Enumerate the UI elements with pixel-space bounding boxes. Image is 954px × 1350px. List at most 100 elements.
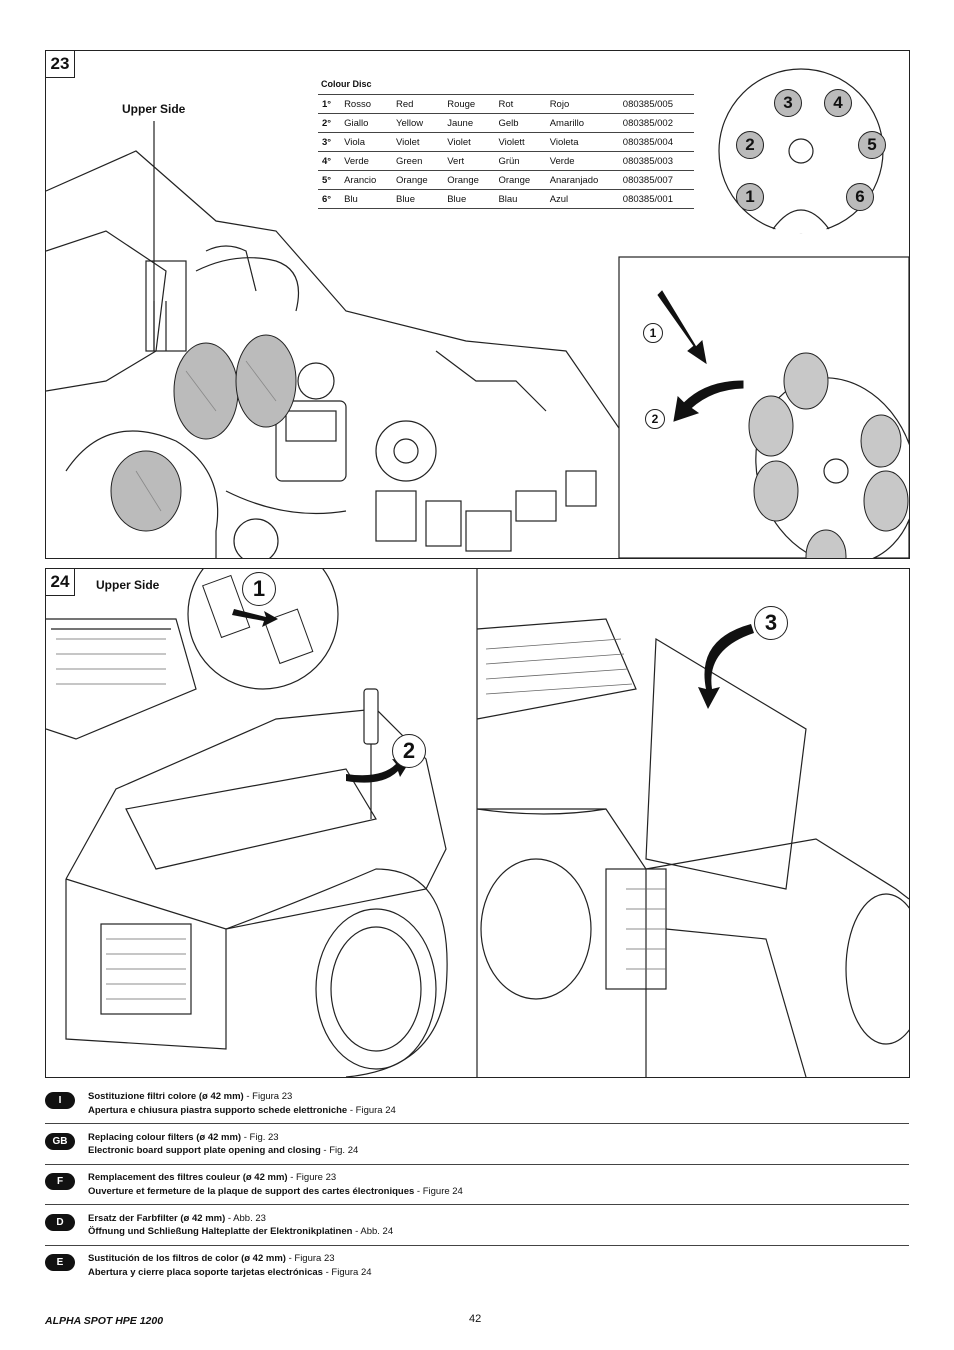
line1-ref: - Abb. 23 bbox=[225, 1212, 266, 1224]
line2-ref: - Figura 24 bbox=[347, 1104, 396, 1116]
colour-disc-cell-it: Giallo bbox=[340, 113, 392, 133]
language-row-d: D Ersatz der Farbfilter (ø 42 mm) - Abb. … bbox=[45, 1210, 909, 1244]
language-row-gb: GB Replacing colour filters (ø 42 mm) - F… bbox=[45, 1129, 909, 1163]
colour-disc-cell-it: Verde bbox=[340, 151, 392, 171]
colour-disc-cell-num: 1° bbox=[318, 94, 341, 114]
colour-disc-cell-it: Blu bbox=[340, 189, 392, 209]
colour-disc-cell-fr: Jaune bbox=[443, 113, 495, 133]
line2-ref: - Figure 24 bbox=[414, 1185, 463, 1197]
line2-ref: - Abb. 24 bbox=[352, 1226, 394, 1237]
step-badge: 1 bbox=[242, 572, 276, 606]
colour-disc-cell-code: 080385/004 bbox=[618, 132, 694, 152]
line2-title: Electronic board support plate opening a… bbox=[88, 1145, 321, 1156]
line2-title: Apertura e chiusura piastra supporto sch… bbox=[88, 1104, 348, 1116]
language-badge: F bbox=[45, 1173, 75, 1190]
language-badge: E bbox=[45, 1254, 75, 1271]
colour-disc-cell-en: Orange bbox=[391, 170, 444, 190]
colour-disc-cell-en: Violet bbox=[391, 132, 444, 152]
colour-disc-cell-fr: Rouge bbox=[443, 94, 495, 114]
step-badge: 2 bbox=[392, 734, 426, 768]
colour-disc-cell-es: Violeta bbox=[545, 132, 619, 152]
step-badge: 2 bbox=[645, 409, 665, 429]
language-text: Replacing colour filters (ø 42 mm) - Fig… bbox=[88, 1131, 358, 1158]
language-text: Sustitución de los filtros de color (ø 4… bbox=[88, 1252, 372, 1279]
disc-slot-label: 6 bbox=[846, 183, 874, 211]
colour-disc-cell-de: Violett bbox=[494, 132, 546, 152]
language-separator bbox=[45, 1123, 909, 1124]
line1-title: Sostituzione filtri colore (ø 42 mm) bbox=[88, 1091, 244, 1102]
colour-disc-cell-code: 080385/005 bbox=[618, 94, 694, 114]
language-text: Sostituzione filtri colore (ø 42 mm) - F… bbox=[88, 1090, 396, 1117]
disc-slot-label: 4 bbox=[824, 89, 852, 117]
colour-disc-cell-es: Rojo bbox=[545, 94, 619, 114]
figure-number: 24 bbox=[46, 569, 75, 596]
colour-disc-cell-de: Orange bbox=[494, 170, 546, 190]
language-row-f: F Remplacement des filtres couleur (ø 42 … bbox=[45, 1169, 909, 1203]
colour-disc-cell-de: Grün bbox=[494, 151, 546, 171]
line1-title: Sustitución de los filtros de color (ø 4… bbox=[88, 1253, 286, 1264]
colour-disc-cell-num: 5° bbox=[318, 170, 341, 190]
colour-disc-cell-en: Blue bbox=[391, 189, 444, 209]
disc-slot-label: 1 bbox=[736, 183, 764, 211]
disc-slot-label: 5 bbox=[858, 131, 886, 159]
line1-title: Ersatz der Farbfilter (ø 42 mm) bbox=[88, 1212, 226, 1224]
figure-23-panel: 23 Upper Side bbox=[45, 50, 910, 559]
language-row-e: E Sustitución de los filtros de color (ø … bbox=[45, 1250, 909, 1284]
line2-ref: - Fig. 24 bbox=[320, 1145, 359, 1156]
colour-disc-cell-code: 080385/001 bbox=[618, 189, 694, 209]
colour-disc-cell-fr: Orange bbox=[443, 170, 495, 190]
colour-disc-cell-it: Rosso bbox=[340, 94, 392, 114]
colour-disc-cell-code: 080385/003 bbox=[618, 151, 694, 171]
step-badge: 3 bbox=[754, 606, 788, 640]
colour-disc-cell-de: Blau bbox=[494, 189, 546, 209]
colour-disc-cell-en: Red bbox=[391, 94, 444, 114]
line1-ref: - Figure 23 bbox=[287, 1172, 337, 1183]
step-badge: 1 bbox=[643, 323, 663, 343]
page-number: 42 bbox=[469, 1313, 482, 1325]
colour-disc-cell-en: Green bbox=[391, 151, 444, 171]
line2-title: Öffnung und Schließung Halteplatte der E… bbox=[88, 1226, 353, 1237]
fig24-illustration bbox=[46, 569, 909, 1077]
language-text: Ersatz der Farbfilter (ø 42 mm) - Abb. 2… bbox=[88, 1212, 393, 1239]
line2-title: Ouverture et fermeture de la plaque de s… bbox=[88, 1185, 415, 1197]
colour-disc-cell-code: 080385/007 bbox=[618, 170, 694, 190]
colour-disc-cell-en: Yellow bbox=[391, 113, 444, 133]
figure-24-panel: 24 Upper Side bbox=[45, 568, 910, 1078]
line1-ref: - Fig. 23 bbox=[241, 1131, 279, 1143]
language-badge: I bbox=[45, 1092, 75, 1109]
disc-slot-label: 2 bbox=[736, 131, 764, 159]
colour-disc-cell-de: Gelb bbox=[494, 113, 546, 133]
colour-disc-cell-fr: Violet bbox=[443, 132, 495, 152]
colour-disc-cell-num: 6° bbox=[318, 189, 341, 209]
line2-ref: - Figura 24 bbox=[322, 1266, 372, 1278]
upper-side-label: Upper Side bbox=[96, 578, 160, 592]
colour-disc-cell-num: 2° bbox=[318, 113, 341, 133]
product-name: ALPHA SPOT HPE 1200 bbox=[45, 1315, 164, 1327]
language-text: Remplacement des filtres couleur (ø 42 m… bbox=[88, 1171, 463, 1198]
line1-title: Replacing colour filters (ø 42 mm) bbox=[88, 1131, 242, 1143]
language-badge: GB bbox=[45, 1132, 75, 1150]
colour-disc-cell-it: Viola bbox=[340, 132, 392, 152]
colour-disc-cell-num: 4° bbox=[318, 151, 341, 171]
colour-disc-cell-code: 080385/002 bbox=[618, 113, 694, 133]
colour-disc-cell-fr: Vert bbox=[443, 151, 495, 171]
language-badge: D bbox=[45, 1213, 75, 1231]
line1-ref: - Figura 23 bbox=[243, 1091, 293, 1102]
colour-disc-cell-es: Azul bbox=[545, 189, 619, 209]
language-row-i: I Sostituzione filtri colore (ø 42 mm) - … bbox=[45, 1088, 909, 1122]
language-separator bbox=[45, 1163, 909, 1165]
colour-disc-cell-it: Arancio bbox=[340, 170, 392, 190]
language-separator bbox=[45, 1244, 909, 1246]
line2-title: Abertura y cierre placa soporte tarjetas… bbox=[88, 1266, 323, 1278]
upper-side-label: Upper Side bbox=[122, 102, 186, 116]
colour-disc-title: Colour Disc bbox=[321, 79, 372, 89]
colour-disc-cell-de: Rot bbox=[494, 94, 546, 114]
disc-slot-label: 3 bbox=[774, 89, 802, 117]
colour-disc-cell-num: 3° bbox=[318, 132, 341, 152]
language-separator bbox=[45, 1204, 909, 1205]
